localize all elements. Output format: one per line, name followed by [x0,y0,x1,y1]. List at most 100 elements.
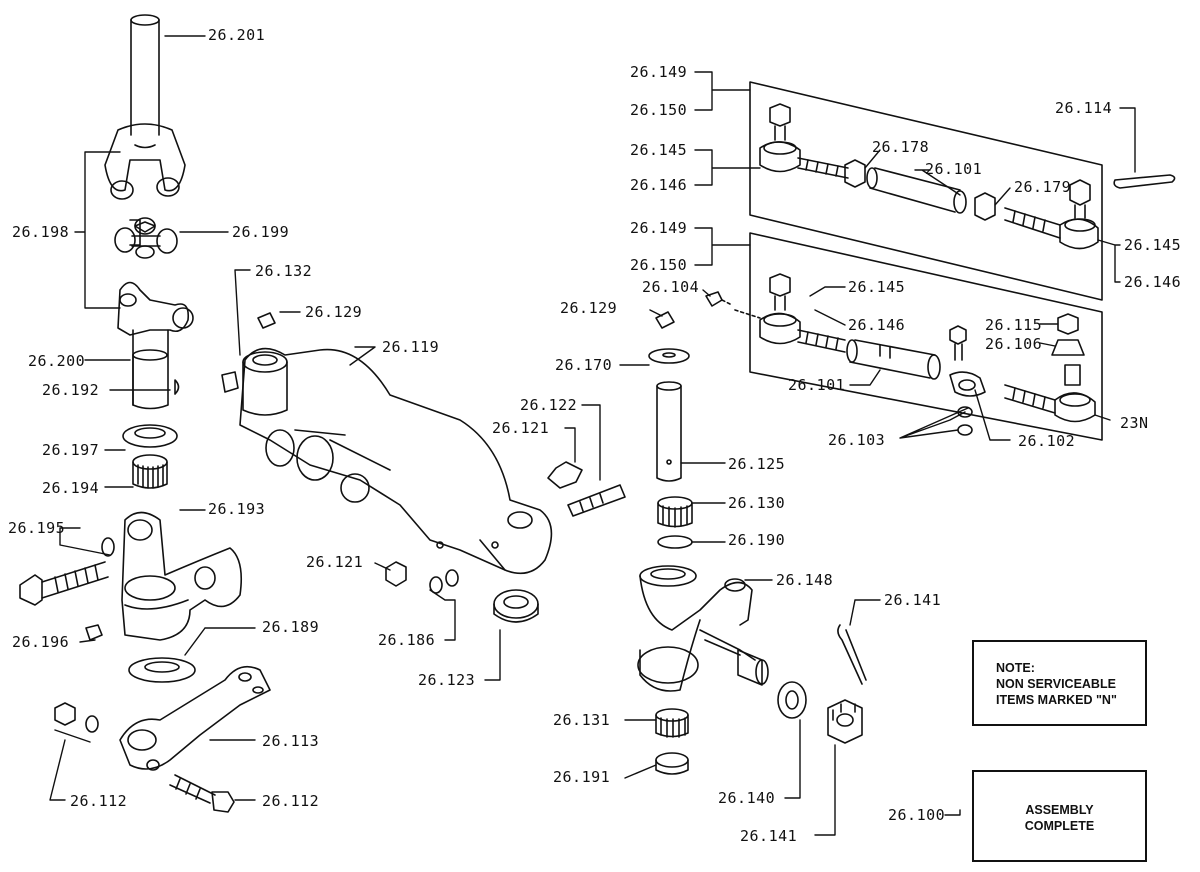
cone-26-106 [1051,339,1085,356]
callout-26-189: 26.189 [262,618,320,636]
shaft-26-201 [130,14,160,136]
callout-26-121-top: 26.121 [492,419,550,437]
pin-26-125 [656,381,682,482]
washer-26-197 [122,424,178,448]
cross-26-199 [114,217,178,259]
assembly-line-2: COMPLETE [1024,819,1095,833]
nut-26-179 [974,192,996,221]
washer-26-189 [128,657,196,683]
callout-26-146-b: 26.146 [1124,273,1182,291]
callout-26-100: 26.100 [888,806,946,824]
callout-26-140: 26.140 [718,789,776,807]
callout-26-129-left: 26.129 [305,303,363,321]
callout-26-145-a: 26.145 [630,141,688,159]
bearing-26-130 [657,496,693,528]
callout-26-199: 26.199 [232,223,290,241]
fitting-26-129-right [655,311,675,329]
callout-26-112-bottom: 26.112 [262,792,320,810]
cotter-pin-26-141 [837,624,867,685]
cotter-26-114 [1113,174,1176,189]
callout-26-104: 26.104 [642,278,700,296]
clamp-26-102 [949,371,986,397]
bracket-26-193 [121,511,243,641]
tie-rod-end-upper-right [1004,179,1099,250]
callout-26-130: 26.130 [728,494,786,512]
yoke-upper [104,123,186,200]
cap-26-191 [655,752,689,775]
callout-26-146-a: 26.146 [630,176,688,194]
tie-rod-end-upper-left [759,103,849,179]
callout-26-190: 26.190 [728,531,786,549]
callout-26-121-mid: 26.121 [306,553,364,571]
bolt-26-121 [547,461,583,489]
callout-26-149-a: 26.149 [630,63,688,81]
washer-26-140 [777,681,807,719]
callout-26-186: 26.186 [378,631,436,649]
callout-26-178: 26.178 [872,138,930,156]
tie-rod-end-lower-left [734,273,846,353]
cap-26-170 [648,348,690,364]
callout-26-101-b: 26.101 [788,376,846,394]
yoke-lower [117,281,194,410]
nut-26-178 [844,159,866,188]
note-line-1: NOTE: [996,661,1035,675]
fitting-26-104 [705,291,731,307]
callout-26-106: 26.106 [985,335,1043,353]
callout-26-195: 26.195 [8,519,66,537]
callout-26-115: 26.115 [985,316,1043,334]
note-line-2: NON SERVICEABLE [996,677,1116,691]
bolt-26-195 [19,561,109,606]
callout-26-148: 26.148 [776,571,834,589]
callout-26-194: 26.194 [42,479,100,497]
callout-26-101-a: 26.101 [925,160,983,178]
stub-axle-26-148 [637,565,769,692]
fitting-26-129-left [257,312,276,329]
callout-26-196: 26.196 [12,633,70,651]
seal-26-123 [493,589,539,623]
washers-26-186 [429,569,459,594]
tube-26-101-lower [846,339,941,380]
callout-26-198: 26.198 [12,223,70,241]
panel-lower [749,232,1103,441]
callout-26-193: 26.193 [208,500,266,518]
callout-26-179: 26.179 [1014,178,1072,196]
callout-26-112-left: 26.112 [70,792,128,810]
callout-26-125: 26.125 [728,455,786,473]
bolt-26-112 [169,774,235,813]
nut-26-141 [827,699,863,744]
callout-26-141-top: 26.141 [884,591,942,609]
callout-26-146-c: 26.146 [848,316,906,334]
nut-26-112 [54,702,99,733]
callout-26-150-b: 26.150 [630,256,688,274]
callout-26-119: 26.119 [382,338,440,356]
callout-26-192: 26.192 [42,381,100,399]
pin-26-122 [567,484,626,517]
callout-26-122: 26.122 [520,396,578,414]
note-box: NOTE: NON SERVICEABLE ITEMS MARKED "N" [972,640,1147,726]
callout-26-197: 26.197 [42,441,100,459]
callout-26-170: 26.170 [555,356,613,374]
callout-26-150-a: 26.150 [630,101,688,119]
assembly-line-1: ASSEMBLY [1025,803,1094,817]
bolt-26-115-left [949,325,967,361]
callout-26-129-right: 26.129 [560,299,618,317]
callout-26-149-b: 26.149 [630,219,688,237]
callout-26-114: 26.114 [1055,99,1113,117]
callout-26-201: 26.201 [208,26,266,44]
bearing-26-131 [655,708,689,738]
fitting-26-196 [85,624,103,641]
callout-23N: 23N [1120,414,1149,432]
callout-26-141-bottom: 26.141 [740,827,798,845]
callout-26-191: 26.191 [553,768,611,786]
callout-26-200: 26.200 [28,352,86,370]
callout-26-145-c: 26.145 [848,278,906,296]
note-line-3: ITEMS MARKED "N" [996,693,1117,707]
callout-26-102: 26.102 [1018,432,1076,450]
callout-26-103: 26.103 [828,431,886,449]
callout-26-131: 26.131 [553,711,611,729]
housing-26-119 [221,347,553,575]
tie-rod-end-lower-right [1004,364,1096,423]
nut-26-121 [385,561,407,587]
